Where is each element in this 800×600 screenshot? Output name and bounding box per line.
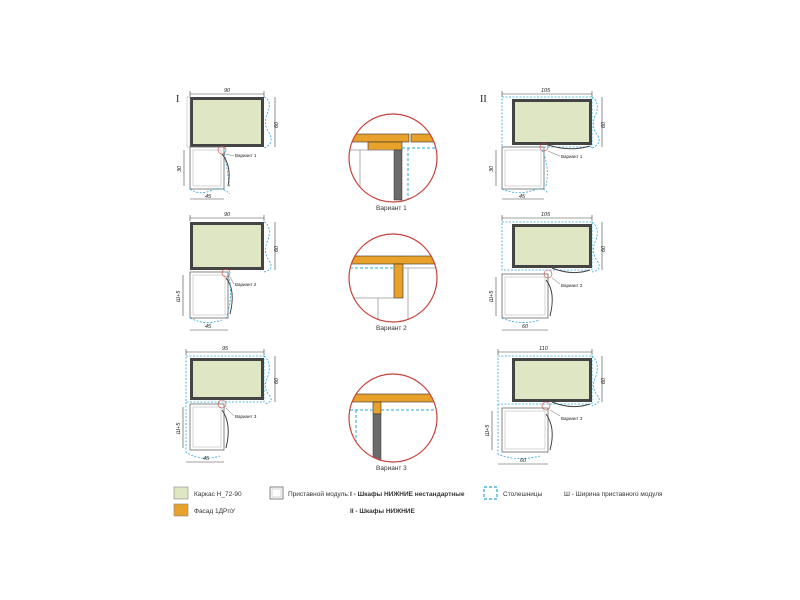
dim-top-width: 105 <box>541 88 551 94</box>
detail-caption: Вариант 2 <box>376 325 407 332</box>
dim-side: 30 <box>489 165 495 172</box>
dim-top-width: 105 <box>541 212 551 218</box>
variant-callout: Вариант 2 <box>561 283 583 288</box>
plan-ii-variant-1: 105 60 Вариант 1 30 45 <box>489 88 607 200</box>
dim-bottom: 45 <box>205 194 212 200</box>
legend: Каркас Н_72-90 Фасад 1ДРпУ Приставной мо… <box>173 486 663 517</box>
plan-i-variant-3: 95 60 Вариант 3 Ш+5 45 <box>176 346 280 463</box>
facade-swatch <box>173 503 189 517</box>
legend-width-note: Ш - Ширина приставного модуля <box>564 491 663 498</box>
dim-bottom: 60 <box>520 458 527 464</box>
countertop-swatch <box>483 486 498 500</box>
variant-callout: Вариант 3 <box>561 416 583 421</box>
variant-callout: Вариант 3 <box>235 414 257 419</box>
dim-height: 60 <box>274 121 280 128</box>
legend-facade: Фасад 1ДРпУ <box>194 508 236 515</box>
dim-height: 60 <box>601 121 607 128</box>
dim-side: Ш+5 <box>176 422 182 434</box>
plan-ii-variant-2: 105 60 Вариант 2 Ш+5 60 <box>489 212 607 331</box>
dim-side: Ш+5 <box>176 290 182 302</box>
detail-caption: Вариант 3 <box>376 465 407 472</box>
carcass-swatch <box>173 486 189 500</box>
dim-height: 60 <box>274 377 280 384</box>
dim-top-width: 90 <box>224 88 231 94</box>
legend-module-type-1: I - Шкафы НИЖНИЕ нестандартные <box>350 491 465 498</box>
variant-callout: Вариант 1 <box>235 153 257 158</box>
dim-bottom: 45 <box>519 194 526 200</box>
dim-side: 30 <box>177 165 183 172</box>
legend-countertop: Столешницы <box>503 491 543 498</box>
dim-bottom: 45 <box>205 324 212 330</box>
legend-module-type-2: II - Шкафы НИЖНИЕ <box>350 508 415 515</box>
detail-caption: Вариант 1 <box>376 205 407 212</box>
column-label-i: I <box>176 94 179 105</box>
dim-height: 60 <box>601 245 607 252</box>
legend-carcass: Каркас Н_72-90 <box>194 491 242 498</box>
variant-callout: Вариант 2 <box>235 282 257 287</box>
column-label-ii: II <box>480 94 487 105</box>
dim-height: 60 <box>601 377 607 384</box>
detail-variant-2: Вариант 2 <box>348 233 438 332</box>
plan-i-variant-2: 90 60 Вариант 2 Ш+5 45 <box>176 212 280 331</box>
variant-callout: Вариант 1 <box>561 154 583 159</box>
dim-bottom: 45 <box>203 456 210 462</box>
legend-module-label: Приставной модуль: <box>288 490 350 498</box>
dim-bottom: 60 <box>522 324 529 330</box>
dim-side: Ш+5 <box>485 424 491 436</box>
detail-variant-3: Вариант 3 <box>348 373 438 472</box>
dim-top-width: 95 <box>222 346 229 352</box>
dim-top-width: 90 <box>224 212 231 218</box>
plan-ii-variant-3: 110 60 Вариант 3 Ш+5 60 <box>485 346 607 465</box>
dim-height: 60 <box>274 245 280 252</box>
plan-i-variant-1: 90 60 Вариант 1 30 45 <box>177 88 280 200</box>
dim-side: Ш+5 <box>489 290 495 302</box>
detail-variant-1: Вариант 1 <box>348 113 438 212</box>
dim-top-width: 110 <box>539 346 549 352</box>
